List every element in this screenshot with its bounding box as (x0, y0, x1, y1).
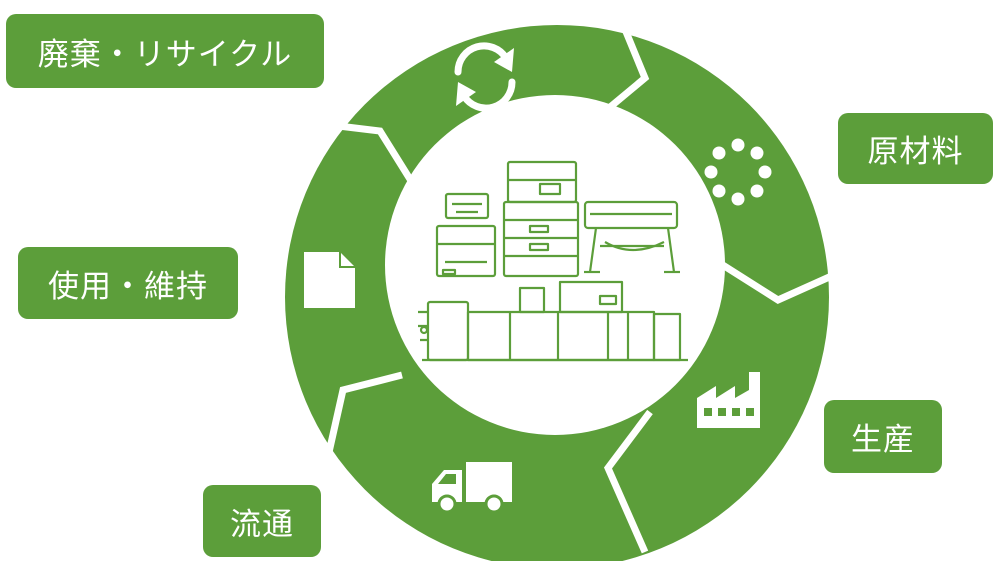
recycle-arrows-icon (454, 42, 516, 112)
label-distribution: 流通 (203, 485, 321, 557)
cycle-ring (285, 20, 838, 561)
label-raw-materials: 原材料 (838, 113, 993, 184)
delivery-truck-icon (432, 462, 512, 514)
label-production: 生産 (824, 400, 942, 473)
label-disposal-recycle: 廃棄・リサイクル (6, 14, 324, 88)
separator-production-distribution (603, 409, 653, 554)
document-icon (304, 252, 355, 308)
center-disc (385, 95, 725, 435)
dot-ring-icon (704, 138, 772, 206)
separator-raw-production (716, 259, 838, 304)
factory-icon (697, 372, 760, 428)
label-use-maintenance: 使用・維持 (18, 247, 238, 319)
office-printers-icon (418, 160, 688, 362)
separator-use-disposal (321, 120, 421, 194)
separator-distribution-use (321, 371, 403, 471)
